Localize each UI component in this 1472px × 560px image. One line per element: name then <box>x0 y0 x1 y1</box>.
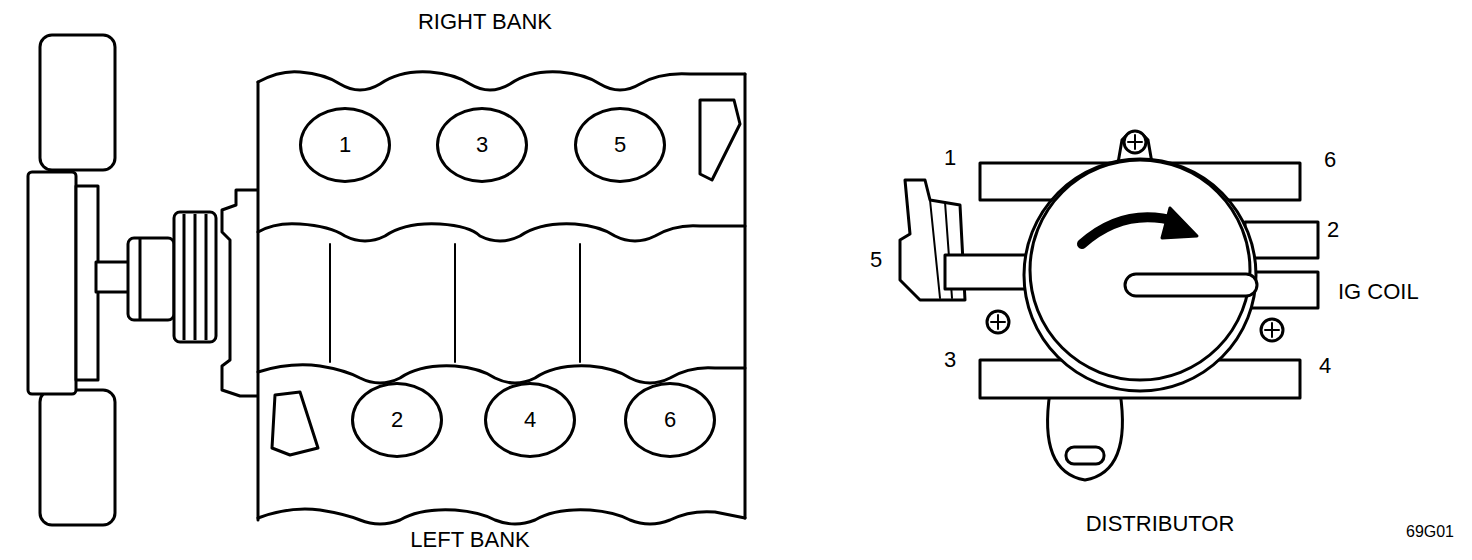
drawing-part <box>194 214 197 340</box>
bank-label: RIGHT BANK <box>418 10 552 34</box>
cylinder: 1 <box>299 107 391 183</box>
drawing-part <box>258 72 745 90</box>
drawing-part <box>991 315 1005 329</box>
drawing-part <box>1261 319 1283 341</box>
cylinder: 3 <box>436 107 528 183</box>
drawing-part <box>1125 274 1257 296</box>
drawing-part <box>128 238 174 320</box>
drawing-part <box>174 212 216 342</box>
drawing-part <box>1265 323 1279 337</box>
drawing-part <box>40 390 115 525</box>
drawing-part <box>258 509 745 524</box>
engine-block: 135246RIGHT BANKLEFT BANK <box>258 75 745 520</box>
terminal-number: 6 <box>1324 148 1336 172</box>
terminal-number: 4 <box>1319 354 1331 378</box>
terminal-number: 3 <box>944 348 956 372</box>
drawing-part <box>930 200 940 298</box>
drawing-part <box>329 244 331 362</box>
cylinder: 4 <box>484 382 576 458</box>
drawing-part <box>454 244 456 362</box>
cylinder-number: 4 <box>524 408 536 432</box>
drawing-part <box>987 311 1009 333</box>
distributor-cap: DISTRIBUTOR <box>1030 160 1250 380</box>
drawing-part <box>700 100 740 180</box>
drawing-part <box>96 262 130 292</box>
drawing-part <box>1245 222 1318 258</box>
cylinder-number: 2 <box>391 408 403 432</box>
drawing-part <box>258 72 745 524</box>
drawing-part <box>139 238 142 320</box>
drawing-part <box>205 214 208 340</box>
cylinder-number: 3 <box>476 133 488 157</box>
drawing-part <box>1048 392 1123 480</box>
cylinder: 5 <box>574 107 666 183</box>
cylinder-number: 1 <box>339 133 351 157</box>
drawing-part <box>258 365 745 383</box>
drawing-part <box>579 244 581 362</box>
drawing-part <box>40 35 115 170</box>
drawing-part <box>744 74 747 518</box>
drawing-part <box>28 172 76 394</box>
terminal-number: 5 <box>870 248 882 272</box>
drawing-part <box>258 224 745 241</box>
bank-label: LEFT BANK <box>410 528 529 552</box>
drawing-part <box>1024 159 1256 391</box>
terminal-label: IG COIL <box>1338 280 1419 304</box>
terminal-number: 2 <box>1327 218 1339 242</box>
drawing-part <box>1128 135 1142 149</box>
drawing-part <box>945 255 1035 289</box>
distributor-cap-outline <box>1030 160 1250 380</box>
cylinder: 6 <box>624 382 716 458</box>
cylinder-number: 5 <box>614 133 626 157</box>
terminal-number: 1 <box>944 146 956 170</box>
drawing-part <box>1124 131 1146 153</box>
drawing-part <box>183 214 186 340</box>
drawing-part <box>272 392 318 455</box>
drawing-part <box>1030 160 1250 380</box>
cylinder-number: 6 <box>664 408 676 432</box>
drawing-part <box>222 190 258 396</box>
drawing-part <box>1066 447 1104 464</box>
drawing-part <box>1162 208 1197 238</box>
drawing-part <box>900 131 1318 480</box>
figure-code: 69G01 <box>1406 523 1454 541</box>
drawing-part <box>257 82 260 520</box>
distributor-label: DISTRIBUTOR <box>1086 512 1235 536</box>
cylinder: 2 <box>351 382 443 458</box>
